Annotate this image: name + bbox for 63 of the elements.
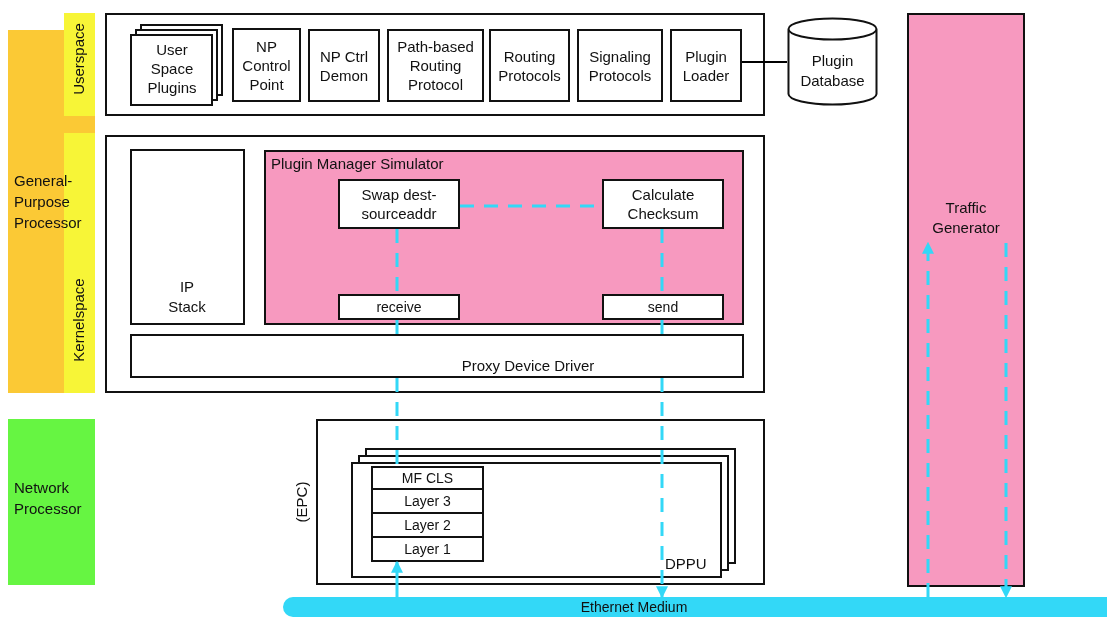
node-label: DPPU: [665, 554, 707, 574]
node-label: Routing Protocols: [497, 46, 562, 85]
node-label: User Space Plugins: [146, 40, 198, 97]
driver-bar: [130, 334, 744, 378]
layer-band: [64, 13, 95, 116]
node-label: Traffic Generator: [931, 198, 1001, 238]
container-box: [105, 135, 765, 393]
simulator-panel: [264, 150, 744, 325]
processor-band: [8, 419, 95, 585]
node-label: NP Control Point: [241, 36, 292, 94]
process-box: [602, 179, 724, 229]
node-label: Layer 2: [404, 515, 451, 535]
node-label: NP Ctrl Demon: [318, 46, 370, 85]
node-label: Plugin Loader: [681, 46, 731, 85]
process-box: [338, 294, 460, 320]
process-box: [387, 29, 484, 102]
arrow: [1000, 243, 1012, 599]
connector-line: [660, 229, 664, 294]
node-label: Kernelspace: [69, 277, 88, 364]
node-label: Signaling Protocols: [587, 46, 653, 85]
arrow: [656, 378, 668, 599]
arrow: [391, 560, 403, 597]
node-label: Ethernet Medium: [579, 598, 689, 617]
node-label: MF CLS: [401, 468, 454, 488]
process-box: [130, 149, 245, 325]
connector-line: [660, 320, 664, 334]
node-label: Network Processor: [14, 478, 83, 519]
connector-line: [741, 61, 788, 63]
heading-text: Plugin Manager Simulator: [271, 154, 444, 174]
process-box: [602, 294, 724, 320]
process-box: [232, 28, 301, 102]
stacked-process-box: [130, 24, 223, 106]
process-box: [308, 29, 380, 102]
connector-line: [395, 229, 399, 294]
node-label: Swap dest-sourceaddr: [360, 185, 438, 223]
node-label: Calculate Checksum: [626, 185, 700, 223]
node-label: Path-based Routing Protocol: [396, 37, 475, 94]
database-cylinder: [787, 17, 878, 106]
node-label: IP Stack: [167, 277, 207, 317]
process-box: [371, 538, 484, 562]
heading-text: (EPC): [292, 480, 311, 525]
connector-line: [395, 320, 399, 334]
process-box: [371, 514, 484, 538]
node-label: Proxy Device Driver: [460, 356, 596, 376]
generator-column: [907, 13, 1025, 587]
node-label: General-Purpose Processor: [14, 171, 83, 233]
process-box: [371, 490, 484, 514]
process-box: [489, 29, 570, 102]
medium-bar: [283, 597, 1107, 617]
node-label: Layer 3: [404, 491, 451, 511]
node-label: Plugin Database: [799, 51, 866, 91]
stacked-processor-box: [351, 448, 736, 578]
process-box: [371, 466, 484, 490]
container-box: [105, 13, 765, 116]
process-box: [338, 179, 460, 229]
arrow: [922, 241, 934, 597]
process-box: [670, 29, 742, 102]
node-label: receive: [376, 297, 422, 317]
node-label: send: [647, 297, 679, 317]
node-label: Layer 1: [404, 539, 451, 559]
node-label: Userspace: [69, 22, 88, 97]
connector-line: [395, 378, 399, 466]
process-box: [577, 29, 663, 102]
